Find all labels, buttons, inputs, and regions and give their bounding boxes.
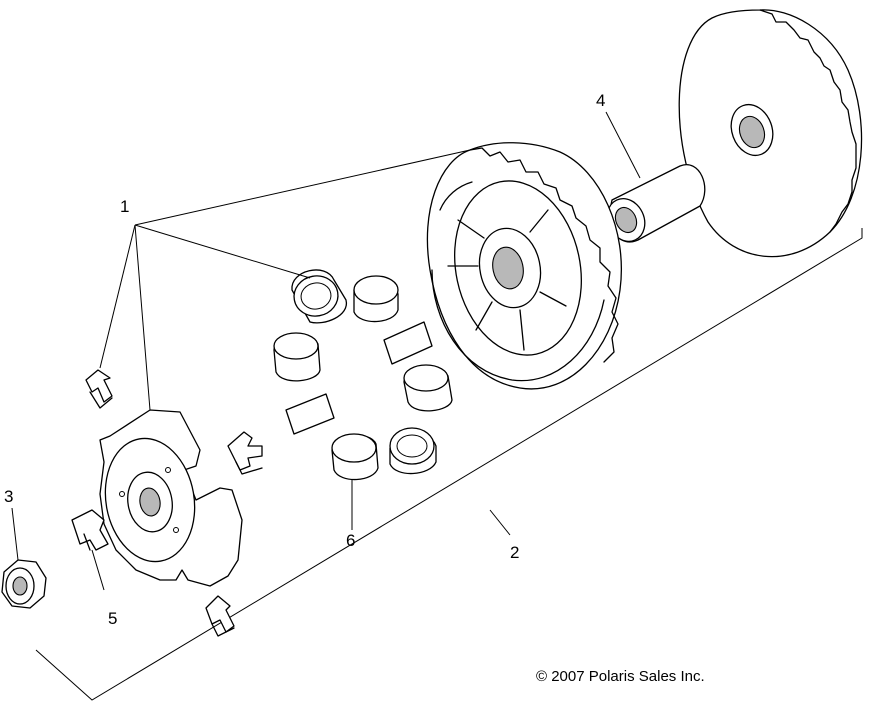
shim [383,321,433,365]
callout-leaders [11,111,641,591]
copyright-notice: © 2007 Polaris Sales Inc. [536,668,705,685]
slider-button [227,431,263,475]
assembly-bracket [35,149,863,701]
slider-button [205,595,235,637]
shim [285,393,335,435]
callout-4: 4 [596,91,605,110]
callout-3: 3 [4,487,13,506]
roller [331,433,379,481]
roller-set [273,269,453,481]
leader-lines-item-1 [99,224,311,411]
slider-button [71,509,109,551]
sheave-disc [678,9,863,258]
roller [389,427,437,475]
wear-pads [285,321,433,435]
slider-buttons [71,369,263,637]
cover-plate [99,409,243,587]
roller [273,332,321,382]
roller [353,275,399,323]
nut [1,559,47,609]
slider-button [85,369,113,409]
spacer-tube [606,164,706,243]
spider-wheel [426,142,622,390]
callout-1: 1 [120,197,129,216]
callout-6: 6 [346,531,355,550]
roller [403,364,453,412]
callout-2: 2 [510,543,519,562]
roller [291,269,347,324]
callout-5: 5 [108,609,117,628]
